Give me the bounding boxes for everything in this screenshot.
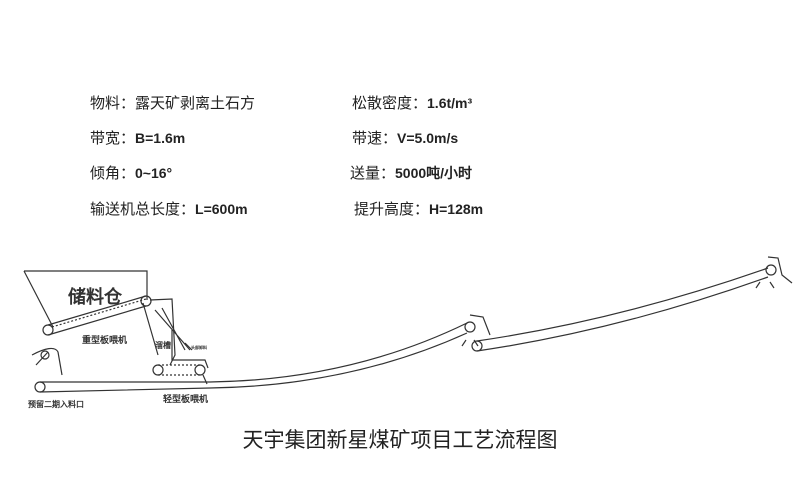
light-feeder-label: 轻型板喂机 xyxy=(163,395,209,405)
chute xyxy=(142,298,209,369)
heavy-feeder-label: 重型板喂机 xyxy=(82,336,128,346)
spec-value: B=1.6m xyxy=(135,130,186,146)
spec-label: 带宽： xyxy=(90,129,136,147)
spec-value: 露天矿剥离土石方 xyxy=(135,94,256,112)
reserved-inlet xyxy=(31,347,63,376)
main-conveyor-1 xyxy=(34,314,491,393)
spec-value: 0~16° xyxy=(135,165,173,181)
storage-bin xyxy=(23,270,148,328)
spec-value: V=5.0m/s xyxy=(397,130,459,146)
main-conveyor-2 xyxy=(471,256,793,352)
spec-value: H=128m xyxy=(429,201,484,217)
spec-label: 松散密度： xyxy=(352,94,428,112)
spec-value: 5000吨/小时 xyxy=(395,165,473,181)
reserved-inlet-label: 预留二期入料口 xyxy=(28,400,84,409)
spec-length: 输送机总长度：L=600m xyxy=(90,198,248,219)
spec-value: 1.6t/m³ xyxy=(427,95,473,111)
spec-lift-height: 提升高度：H=128m xyxy=(354,198,483,219)
spec-belt-width: 带宽：B=1.6m xyxy=(90,127,185,148)
spec-angle: 倾角：0~16° xyxy=(90,162,172,183)
diagram-title: 天宇集团新星煤矿项目工艺流程图 xyxy=(242,428,558,452)
light-feeder xyxy=(152,364,208,385)
spec-belt-speed: 带速：V=5.0m/s xyxy=(352,127,458,148)
spec-density: 松散密度：1.6t/m³ xyxy=(352,92,472,113)
spec-capacity: 送量：5000吨/小时 xyxy=(350,162,472,183)
heavy-feeder xyxy=(42,295,152,336)
spec-label: 提升高度： xyxy=(354,200,430,218)
spec-label: 物料： xyxy=(90,94,136,112)
chute-label: 溜槽 xyxy=(155,341,171,350)
spec-label: 带速： xyxy=(352,129,398,147)
spec-value: L=600m xyxy=(195,201,248,217)
note-label: 头部卸料 xyxy=(191,345,207,350)
spec-label: 送量： xyxy=(350,164,396,182)
spec-label: 输送机总长度： xyxy=(90,200,196,218)
spec-label: 倾角： xyxy=(90,164,136,182)
bin-label: 储料仓 xyxy=(68,287,122,308)
spec-material: 物料：露天矿剥离土石方 xyxy=(90,92,255,113)
